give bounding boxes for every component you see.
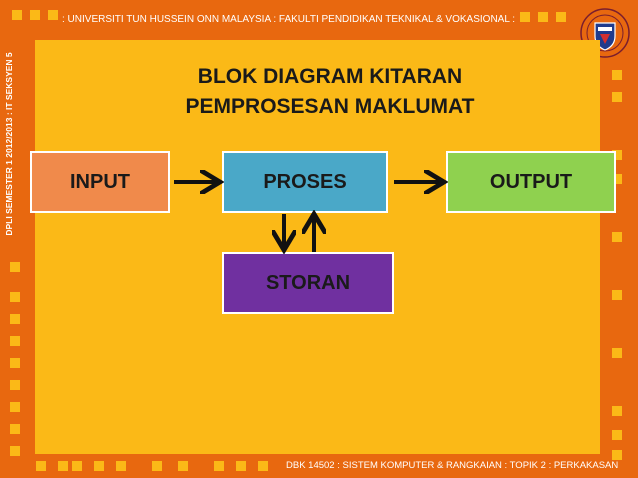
storan-node: STORAN — [222, 252, 394, 314]
title-line-2: PEMPROSESAN MAKLUMAT — [185, 95, 475, 118]
proses-node-label: PROSES — [263, 170, 347, 193]
side-label: DPLI SEMESTER 1 2012/2013 : IT SEKSYEN 5 — [4, 52, 14, 236]
content-panel — [35, 40, 600, 454]
output-node-label: OUTPUT — [489, 170, 573, 193]
header-text: : UNIVERSITI TUN HUSSEIN ONN MALAYSIA : … — [62, 14, 516, 25]
title-line-1: BLOK DIAGRAM KITARAN — [197, 65, 463, 88]
input-node: INPUT — [30, 151, 170, 213]
university-crest-icon — [580, 8, 630, 58]
footer-text: DBK 14502 : SISTEM KOMPUTER & RANGKAIAN … — [286, 460, 619, 471]
proses-node: PROSES — [222, 151, 388, 213]
output-node: OUTPUT — [446, 151, 616, 213]
input-node-label: INPUT — [70, 170, 130, 193]
storan-node-label: STORAN — [265, 271, 351, 294]
diagram-title: BLOK DIAGRAM KITARAN PEMPROSESAN MAKLUMA… — [120, 62, 540, 122]
